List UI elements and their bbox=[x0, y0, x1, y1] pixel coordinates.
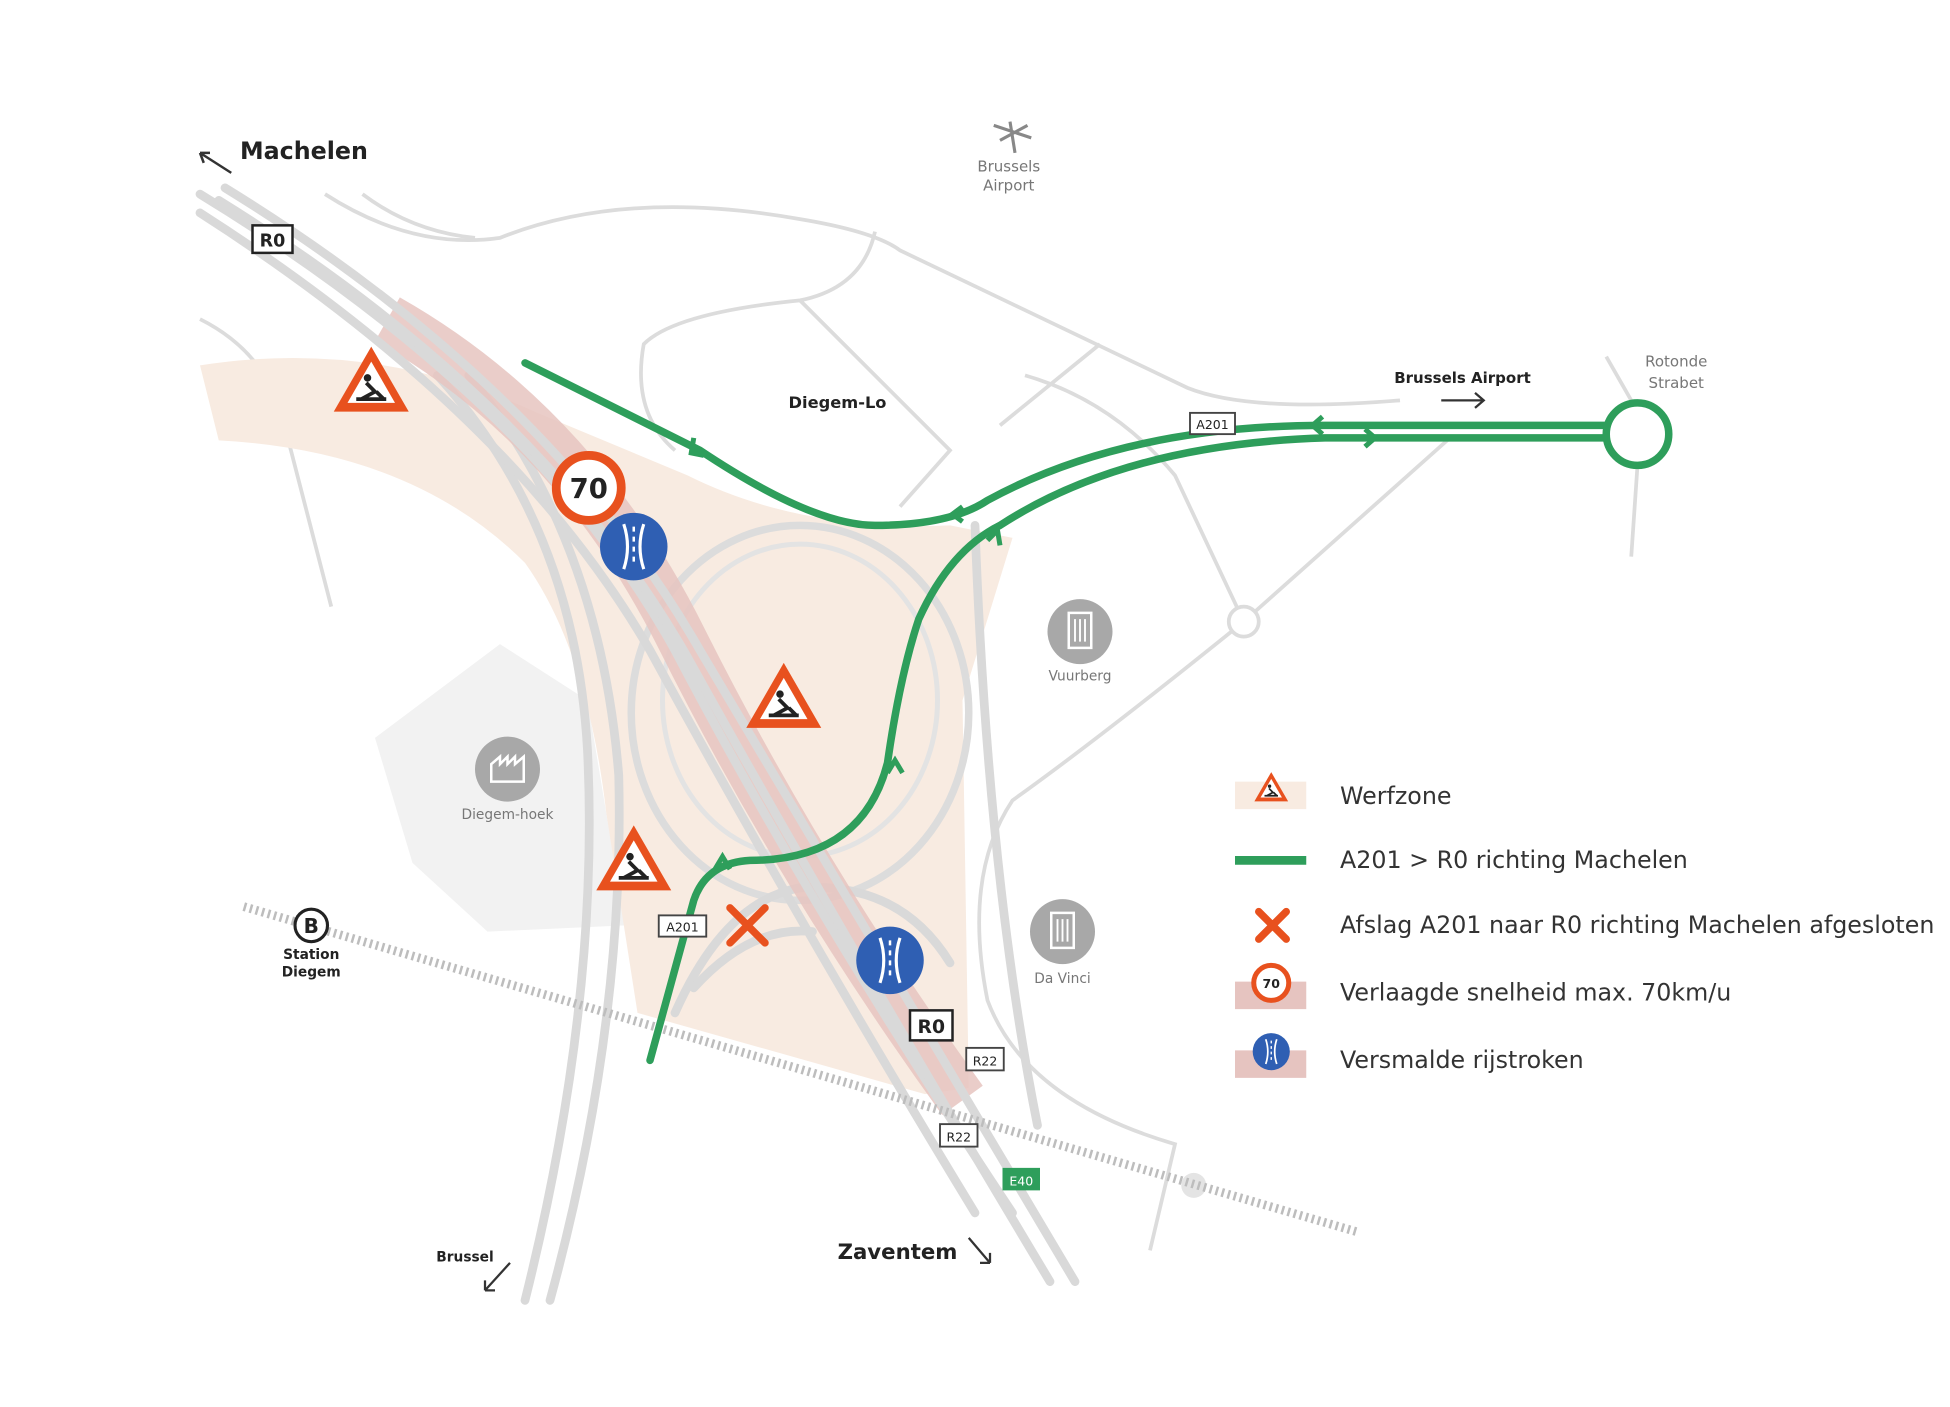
shield-r22: R22 bbox=[965, 1046, 1005, 1072]
shield-r0: R0 bbox=[251, 224, 294, 255]
shield-e40: E40 bbox=[1002, 1167, 1040, 1191]
arrow-sw-icon bbox=[483, 1262, 511, 1292]
svg-text:A201: A201 bbox=[1196, 417, 1228, 432]
svg-text:Brussels Airport: Brussels Airport bbox=[1394, 369, 1531, 387]
svg-text:R0: R0 bbox=[260, 232, 286, 252]
factory-icon bbox=[475, 736, 540, 802]
shield-a201: A201 bbox=[1189, 411, 1236, 436]
svg-text:Verlaagde snelheid max. 70km/u: Verlaagde snelheid max. 70km/u bbox=[1340, 978, 1731, 1006]
speed-limit-sign-icon: 70 bbox=[551, 450, 626, 525]
legend: Werfzone A201 > R0 richting Machelen Afs… bbox=[1235, 771, 1934, 1078]
arrow-nw-icon bbox=[198, 151, 232, 174]
svg-text:Da Vinci: Da Vinci bbox=[1034, 971, 1090, 987]
svg-text:Airport: Airport bbox=[983, 176, 1034, 194]
svg-text:A201 > R0 richting Machelen: A201 > R0 richting Machelen bbox=[1340, 846, 1688, 874]
legend-item-closed: Afslag A201 naar R0 richting Machelen af… bbox=[1255, 907, 1934, 943]
narrowed-lanes-icon bbox=[854, 925, 926, 996]
building-icon bbox=[1028, 897, 1097, 966]
svg-text:Zaventem: Zaventem bbox=[838, 1240, 958, 1265]
shield-r22: R22 bbox=[939, 1123, 979, 1148]
svg-text:E40: E40 bbox=[1009, 1173, 1033, 1188]
svg-text:R22: R22 bbox=[973, 1053, 998, 1068]
svg-text:Werfzone: Werfzone bbox=[1340, 782, 1452, 810]
svg-text:R0: R0 bbox=[918, 1017, 945, 1038]
narrowed-lanes-icon bbox=[598, 511, 670, 582]
svg-text:Afslag A201 naar R0 richting M: Afslag A201 naar R0 richting Machelen af… bbox=[1340, 911, 1934, 939]
arrow-se-icon bbox=[967, 1237, 992, 1264]
interchange-ramps bbox=[433, 370, 1042, 1305]
station-icon: B bbox=[293, 907, 330, 944]
svg-text:Diegem-Lo: Diegem-Lo bbox=[789, 393, 887, 412]
closed-exit-icon bbox=[726, 904, 769, 947]
svg-text:70: 70 bbox=[570, 473, 608, 505]
legend-item-speed: 70 Verlaagde snelheid max. 70km/u bbox=[1235, 962, 1731, 1010]
svg-text:R22: R22 bbox=[946, 1130, 971, 1145]
svg-text:Brussels: Brussels bbox=[977, 158, 1040, 176]
svg-text:Rotonde: Rotonde bbox=[1645, 353, 1707, 371]
svg-text:Vuurberg: Vuurberg bbox=[1049, 668, 1112, 684]
svg-text:Strabet: Strabet bbox=[1649, 374, 1705, 392]
airplane-icon bbox=[993, 121, 1032, 154]
svg-text:Brussel: Brussel bbox=[436, 1250, 493, 1266]
shield-a201: A201 bbox=[657, 914, 708, 938]
svg-text:Diegem: Diegem bbox=[282, 965, 341, 981]
svg-text:Diegem-hoek: Diegem-hoek bbox=[462, 807, 554, 823]
svg-text:70: 70 bbox=[1263, 976, 1281, 991]
shield-r0: R0 bbox=[908, 1009, 954, 1042]
legend-item-narrow: Versmalde rijstroken bbox=[1235, 1032, 1584, 1078]
legend-item-route: A201 > R0 richting Machelen bbox=[1235, 846, 1688, 874]
svg-text:B: B bbox=[304, 914, 319, 938]
svg-text:Station: Station bbox=[283, 947, 339, 963]
arrow-east-icon bbox=[1441, 392, 1486, 409]
legend-item-werfzone: Werfzone bbox=[1235, 771, 1452, 810]
svg-text:A201: A201 bbox=[666, 920, 698, 935]
label-machelen: Machelen bbox=[240, 137, 368, 165]
building-icon bbox=[1046, 597, 1114, 666]
svg-text:Versmalde rijstroken: Versmalde rijstroken bbox=[1340, 1046, 1584, 1074]
